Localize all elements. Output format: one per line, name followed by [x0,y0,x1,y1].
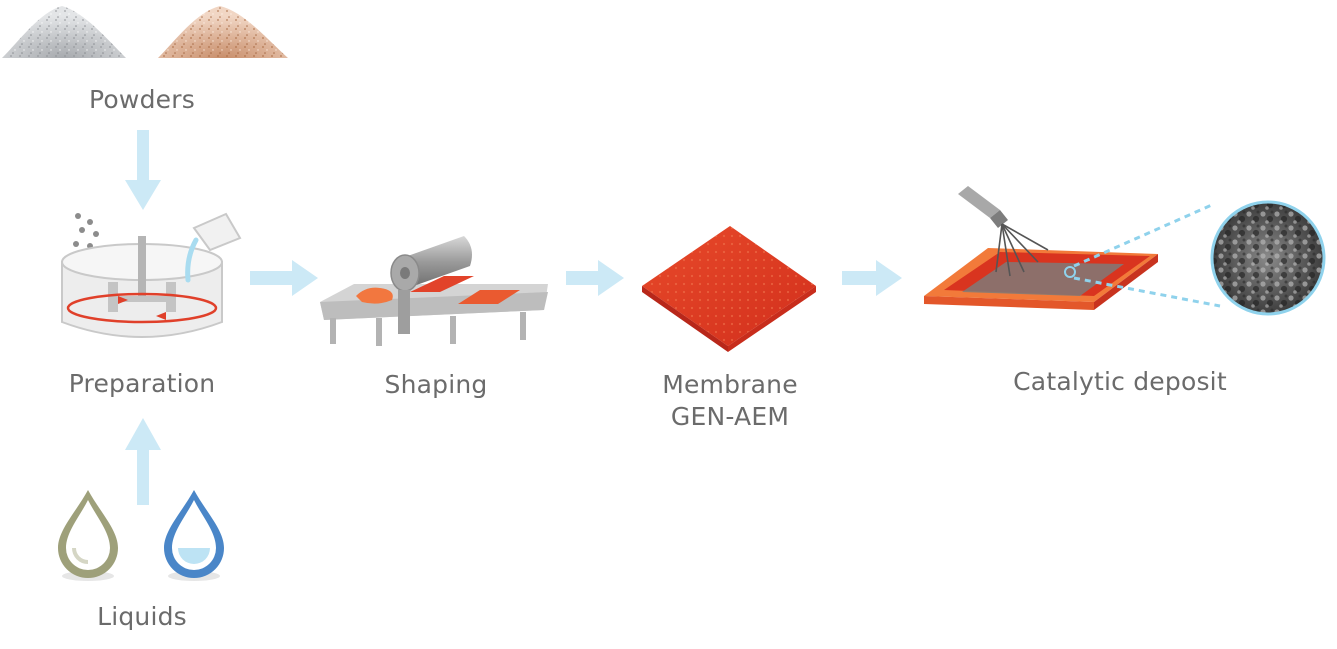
label-membrane-line2: GEN-AEM [640,401,820,433]
label-catalytic-deposit: Catalytic deposit [1000,366,1240,398]
membrane-sheet-icon [642,226,816,352]
arrow-powders-to-preparation [125,130,161,210]
label-membrane-line1: Membrane [640,369,820,401]
arrow-shaping-to-membrane [566,260,624,296]
label-preparation: Preparation [52,368,232,400]
label-membrane: Membrane GEN-AEM [640,369,820,433]
roller-press-icon [320,236,548,346]
label-liquids: Liquids [72,601,212,633]
arrow-liquids-to-preparation [125,418,161,505]
spray-deposit-icon [924,186,1158,310]
label-powders: Powders [72,84,212,116]
label-shaping: Shaping [366,369,506,401]
mixing-tank-icon [62,213,240,337]
arrow-membrane-to-catalytic [842,260,902,296]
powder-piles-icon [2,6,288,58]
arrow-preparation-to-shaping [250,260,318,296]
